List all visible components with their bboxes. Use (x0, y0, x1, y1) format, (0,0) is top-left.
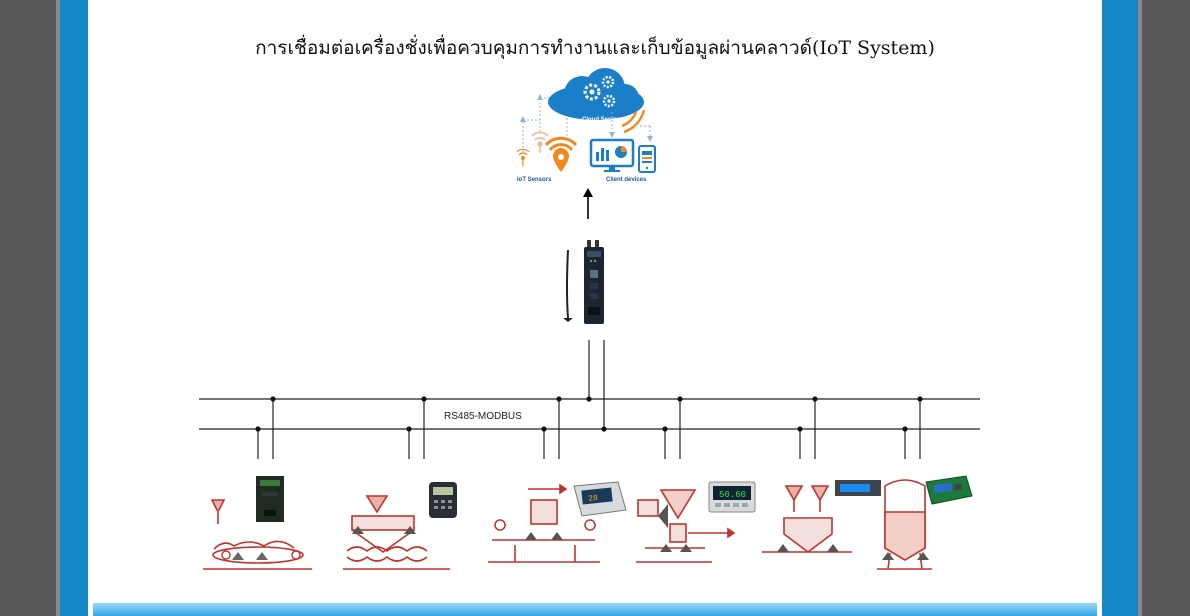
din-indicator (835, 480, 881, 496)
cloud-server-label: Cloud Server (582, 117, 620, 123)
controller-board (925, 475, 973, 505)
panel-indicator-display: 28 (588, 494, 599, 504)
bench-indicator-display: 50.60 (719, 490, 746, 500)
station-hopper-screw (343, 482, 457, 570)
bus-label: RS485-MODBUS (444, 411, 522, 422)
client-devices-label: Client devices (606, 177, 647, 183)
page-left-border (60, 0, 88, 616)
station-silo (877, 475, 973, 570)
uplink-arrow (583, 188, 593, 219)
window-left-margin (0, 0, 56, 616)
window-left-edge (56, 0, 60, 616)
window-right-margin (1142, 0, 1190, 616)
panel-indicator: 28 (573, 481, 627, 517)
client-phone-icon (638, 145, 656, 173)
wireless-signal-icon (621, 109, 646, 134)
cloud-iot-illustration: Cloud Server IoT Sensors (516, 68, 656, 183)
page-right-border (1102, 0, 1138, 616)
station-twin-hopper (762, 480, 881, 553)
cloud-server-icon (548, 68, 644, 120)
iot-sensor-icon (516, 131, 578, 172)
handheld-indicator (429, 482, 457, 518)
station-cone-pusher: 50.60 (636, 481, 756, 563)
window-right-edge (1138, 0, 1142, 616)
din-rail-weighing-module (256, 476, 284, 522)
station-belt-feeder (203, 476, 312, 570)
station-box-conveyor: 28 (488, 481, 627, 563)
iot-sensors-label: IoT Sensors (517, 177, 552, 183)
bench-indicator: 50.60 (708, 481, 756, 513)
page-title: การเชื่อมต่อเครื่องชั่งเพื่อควบคุมการทำง… (255, 37, 935, 59)
iot-gateway-device (563, 240, 604, 324)
footer-bar (93, 603, 1097, 616)
bus-junctions (255, 396, 923, 432)
client-monitor-icon (589, 138, 635, 172)
